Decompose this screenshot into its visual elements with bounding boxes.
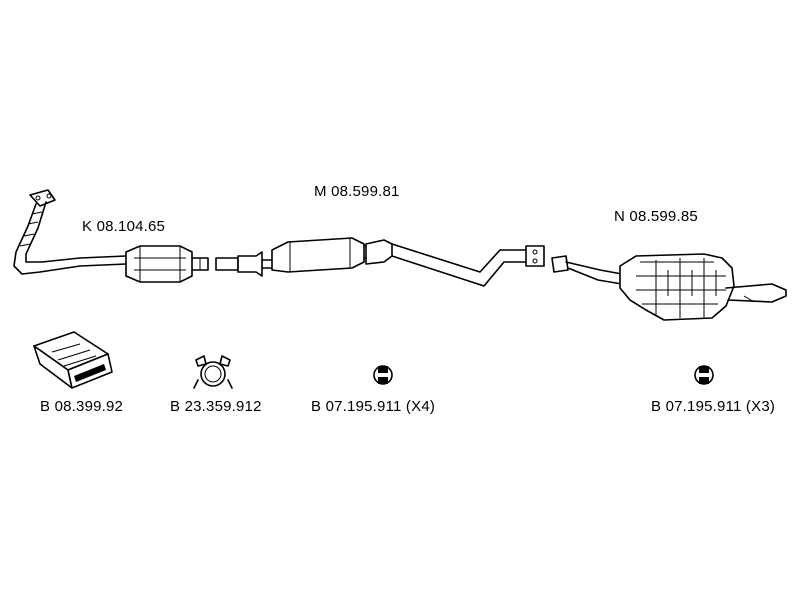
hanger-middle-label: B 07.195.911 (X4): [311, 398, 435, 415]
clamp-drawing: [193, 355, 233, 389]
mounting-kit-drawing: [33, 331, 113, 389]
clamp-label: B 23.359.912: [170, 398, 262, 415]
rear-muffler-drawing: [551, 253, 787, 321]
hanger-middle-code: B 07.195.911: [311, 398, 402, 415]
hanger-rear-qty: (X3): [745, 398, 776, 415]
hanger-rear-label: B 07.195.911 (X3): [651, 398, 775, 415]
hanger-rear-drawing: [694, 365, 714, 385]
hanger-middle-drawing: [373, 365, 393, 385]
mounting-kit-label: B 08.399.92: [40, 398, 124, 415]
front-pipe-drawing: [13, 189, 209, 283]
hanger-middle-qty: (X4): [405, 398, 436, 415]
middle-section-label: M 08.599.81: [314, 183, 400, 200]
middle-section-drawing: [215, 237, 545, 287]
hanger-rear-code: B 07.195.911: [651, 398, 742, 415]
rear-muffler-label: N 08.599.85: [614, 208, 698, 225]
front-pipe-label: K 08.104.65: [82, 218, 166, 235]
